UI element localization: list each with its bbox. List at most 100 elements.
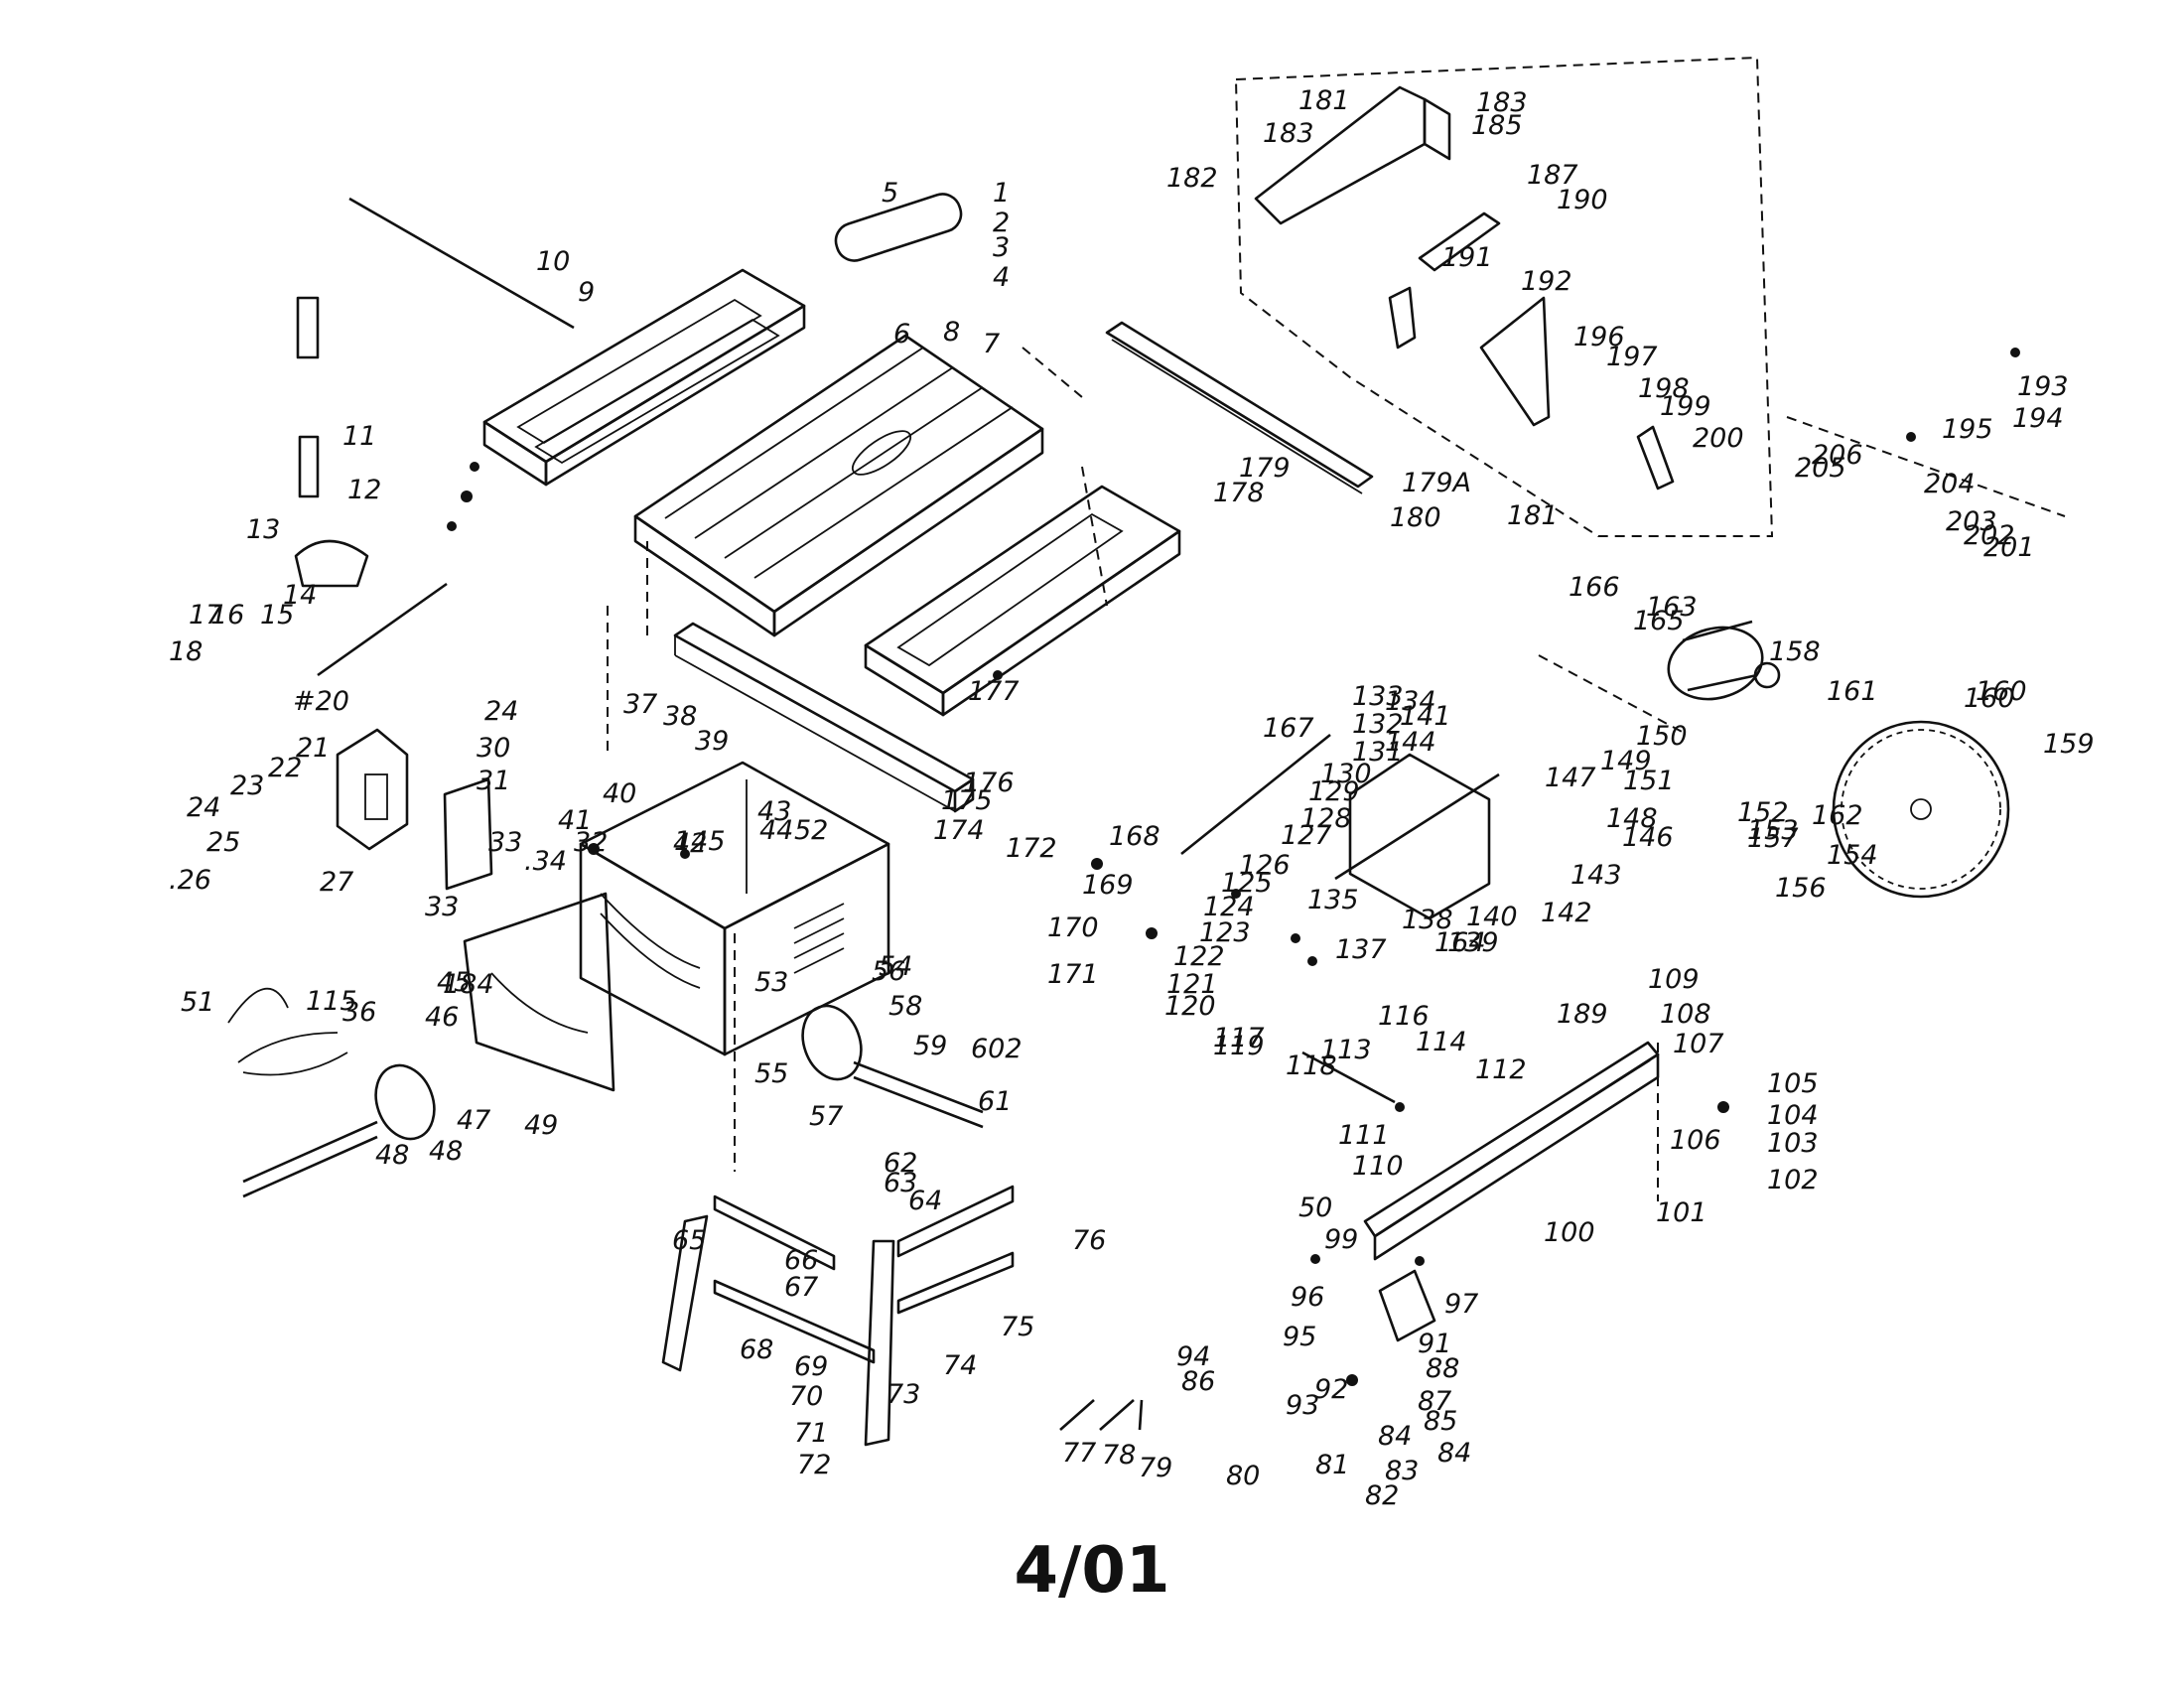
part-number-label: 115	[306, 986, 357, 1017]
power-cord-part	[227, 987, 348, 1076]
part-number-label: 183	[1263, 118, 1314, 149]
part-number-label: 82	[1365, 1480, 1399, 1511]
part-number-label: 148	[1606, 803, 1658, 834]
part-number-label: 84	[1437, 1438, 1471, 1469]
part-number-label: 112	[1475, 1054, 1527, 1085]
part-number-label: 5	[882, 178, 898, 209]
part-number-label: 181	[1298, 85, 1350, 116]
part-number-label: 145	[674, 826, 726, 857]
part-number-label: 58	[888, 991, 922, 1022]
part-number-label: 3	[993, 232, 1010, 263]
part-number-label: 81	[1315, 1450, 1349, 1480]
part-number-label: 84	[1378, 1421, 1412, 1452]
part-number-label: 37	[623, 689, 657, 720]
part-number-label: 180	[1390, 502, 1441, 533]
part-number-label: 62	[884, 1148, 917, 1179]
switch-box-part	[336, 728, 493, 891]
part-number-label: 11	[342, 421, 376, 452]
part-number-label: 204	[1924, 469, 1976, 499]
part-number-label: 139	[1447, 927, 1499, 958]
part-number-label: 67	[784, 1272, 818, 1303]
part-number-label: 138	[1402, 905, 1453, 935]
part-number-label: 176	[963, 768, 1015, 798]
part-number-label: 6	[893, 319, 910, 350]
part-number-label: 97	[1444, 1289, 1478, 1320]
part-number-label: 15	[260, 600, 294, 631]
part-number-label: 202	[1964, 520, 2015, 551]
part-number-label: 61	[978, 1086, 1012, 1117]
part-number-label: 124	[1203, 892, 1255, 922]
part-number-label: 46	[425, 1002, 459, 1033]
part-number-label: 65	[672, 1225, 706, 1256]
part-number-label: 140	[1466, 902, 1518, 932]
part-number-label: 121	[1166, 969, 1218, 1000]
part-number-label: 87	[1418, 1386, 1451, 1417]
part-number-label: 160	[1964, 683, 2015, 714]
rip-fence-part	[1363, 1041, 1660, 1342]
part-number-label: 99	[1324, 1224, 1358, 1255]
part-number-label: .26	[169, 865, 211, 896]
part-number-label: 179A	[1402, 468, 1471, 498]
part-number-label: 133	[1352, 681, 1404, 712]
part-number-label: 24	[187, 792, 220, 823]
part-number-label: 187	[1527, 160, 1578, 191]
part-number-label: 191	[1441, 242, 1493, 273]
assembly-leaders	[607, 347, 2066, 1201]
part-number-label: 160	[1976, 676, 2027, 707]
part-number-label: 171	[1047, 959, 1099, 990]
arbor-bracket-part	[1180, 733, 1500, 920]
part-number-label: 123	[1199, 917, 1251, 948]
part-number-label: 83	[1385, 1456, 1419, 1486]
part-number-label: .34	[524, 846, 567, 877]
part-number-label: 164	[1434, 927, 1486, 958]
part-number-label: 24	[484, 696, 518, 727]
part-number-label: 92	[1314, 1374, 1348, 1405]
part-number-label: 50	[1298, 1193, 1332, 1223]
part-number-label: 111	[1338, 1120, 1390, 1151]
part-number-label: 63	[884, 1168, 917, 1198]
part-number-label: 59	[913, 1031, 947, 1061]
part-number-label: 175	[941, 785, 993, 816]
part-number-label: 183	[1476, 87, 1528, 118]
part-number-label: 95	[1283, 1322, 1316, 1352]
rear-rail-part	[1105, 321, 1374, 494]
part-number-label: 9	[578, 277, 595, 308]
part-number-label: 200	[1693, 423, 1744, 454]
part-number-label: 149	[1600, 746, 1652, 776]
right-extension-part	[864, 485, 1181, 717]
part-number-label: 179	[1239, 453, 1291, 484]
part-number-label: 64	[908, 1186, 942, 1216]
part-number-label: 2	[993, 208, 1010, 238]
part-number-label: 74	[943, 1350, 977, 1381]
part-number-label: 134	[1385, 686, 1436, 717]
part-number-label: 184	[443, 969, 494, 1000]
part-number-label: 42	[673, 828, 707, 859]
part-number-label: 80	[1226, 1461, 1260, 1491]
part-number-label: 166	[1569, 572, 1620, 603]
part-number-label: 36	[342, 997, 376, 1028]
part-number-label: 31	[477, 766, 510, 796]
part-number-label: 120	[1164, 991, 1216, 1022]
part-number-label: 77	[1062, 1438, 1096, 1469]
bracket-part	[834, 193, 963, 262]
part-number-label: 96	[1291, 1282, 1324, 1313]
part-number-label: 30	[477, 733, 510, 764]
part-number-label: 185	[1471, 110, 1523, 141]
part-number-label: 76	[1072, 1225, 1106, 1256]
part-number-label: 49	[524, 1110, 558, 1141]
part-number-label: 161	[1827, 676, 1878, 707]
part-number-label: 48	[375, 1140, 409, 1171]
part-number-label: 86	[1181, 1366, 1215, 1397]
part-number-label: 168	[1109, 821, 1160, 852]
part-number-label: 69	[794, 1351, 828, 1382]
part-number-label: 51	[181, 987, 214, 1018]
part-number-label: 22	[268, 753, 302, 783]
part-number-label: 103	[1767, 1128, 1819, 1159]
part-number-label: 157	[1747, 823, 1799, 854]
guard-assembly-boundary	[1234, 56, 1774, 537]
part-number-label: 70	[789, 1381, 823, 1412]
part-number-label: 131	[1352, 737, 1404, 768]
part-number-label: 21	[296, 733, 330, 764]
front-panel-part	[463, 892, 615, 1092]
